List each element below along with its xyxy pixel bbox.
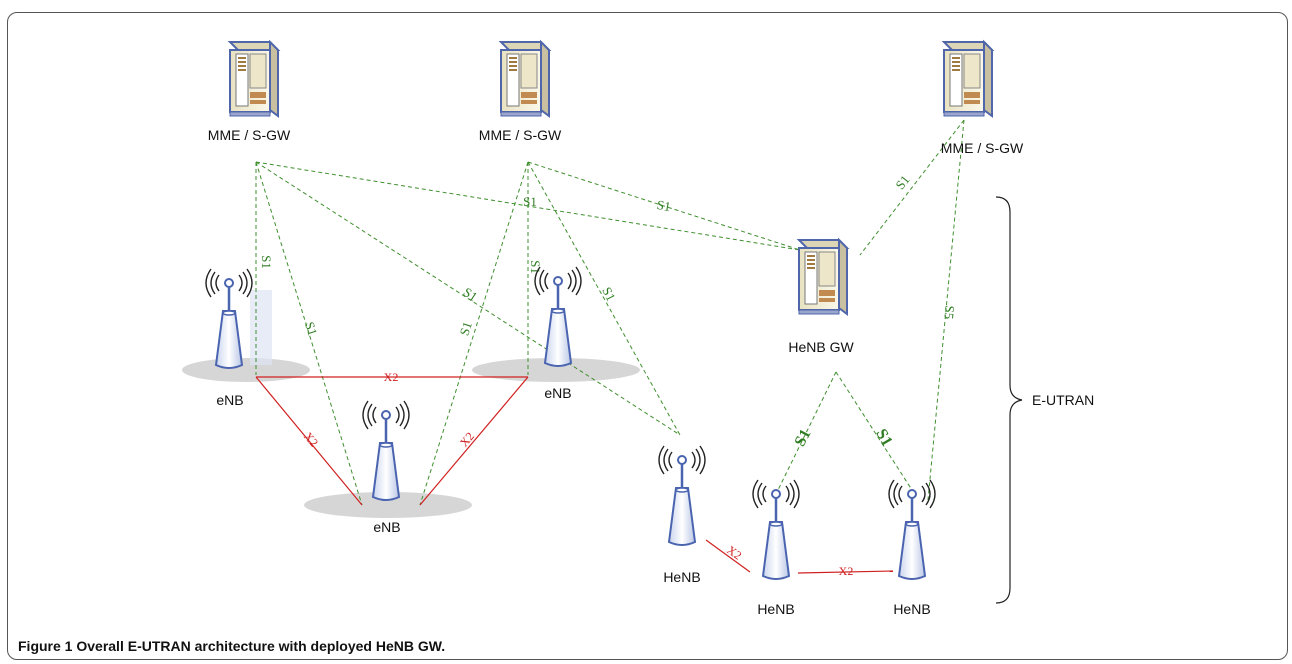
caption-text: Overall E-UTRAN architecture with deploy… — [76, 638, 446, 654]
link-label-x2: X2 — [457, 429, 477, 449]
link-label-s1: S1 — [528, 260, 543, 274]
server-icon — [500, 41, 550, 117]
link-label-s1: S1 — [456, 320, 475, 338]
node-label-mme-1: MME / S-GW — [208, 127, 291, 143]
node-label-henb-3: HeNB — [893, 601, 930, 617]
node-label-henb-1: HeNB — [663, 569, 700, 585]
antenna-icon — [533, 265, 583, 368]
coverage-ellipse — [304, 492, 472, 518]
antenna-icon — [204, 267, 254, 370]
link-label-x2: X2 — [301, 429, 321, 449]
s1-links — [255, 119, 965, 506]
node-label-enb-left: eNB — [216, 392, 243, 408]
figure-frame — [7, 12, 1288, 660]
antenna-icon — [887, 478, 937, 581]
server-icon — [943, 41, 993, 117]
server-icon — [798, 239, 848, 315]
coverage-ellipse — [182, 358, 310, 382]
node-label-henb-2: HeNB — [757, 601, 794, 617]
link-label-s1: S1 — [523, 194, 537, 209]
link-label-s5: S5 — [941, 305, 957, 320]
link-label-s1: S1 — [302, 320, 321, 338]
antenna-icon — [751, 478, 801, 581]
node-label-enb-bottom: eNB — [373, 519, 400, 535]
link-label-s1: S1 — [892, 172, 912, 192]
server-icon — [229, 41, 279, 117]
x2-links — [255, 376, 894, 574]
e-utran-brace — [995, 196, 1023, 604]
link-label-s1: S1 — [461, 284, 481, 304]
link-label-s1: S1 — [656, 197, 672, 214]
link-label-x2: X2 — [384, 370, 399, 384]
link-label-s1: S1 — [599, 284, 619, 303]
link-label-x2: X2 — [724, 543, 744, 563]
node-label-enb-right: eNB — [544, 385, 571, 401]
coverage-ellipse — [472, 358, 640, 382]
link-label-s1: S1 — [872, 426, 895, 449]
antenna-icon — [657, 444, 707, 547]
region-label-e-utran: E-UTRAN — [1032, 392, 1094, 408]
node-label-henb-gw: HeNB GW — [788, 339, 854, 355]
link-label-x2: X2 — [839, 564, 854, 578]
node-label-mme-2: MME / S-GW — [479, 127, 562, 143]
figure-caption: Figure 1 Overall E-UTRAN architecture wi… — [18, 638, 445, 654]
link-label-s1: S1 — [792, 426, 815, 449]
antenna-icon — [361, 399, 411, 502]
link-label-s1: S1 — [259, 255, 274, 269]
caption-prefix: Figure 1 — [18, 638, 73, 654]
node-label-mme-3: MME / S-GW — [941, 140, 1024, 156]
